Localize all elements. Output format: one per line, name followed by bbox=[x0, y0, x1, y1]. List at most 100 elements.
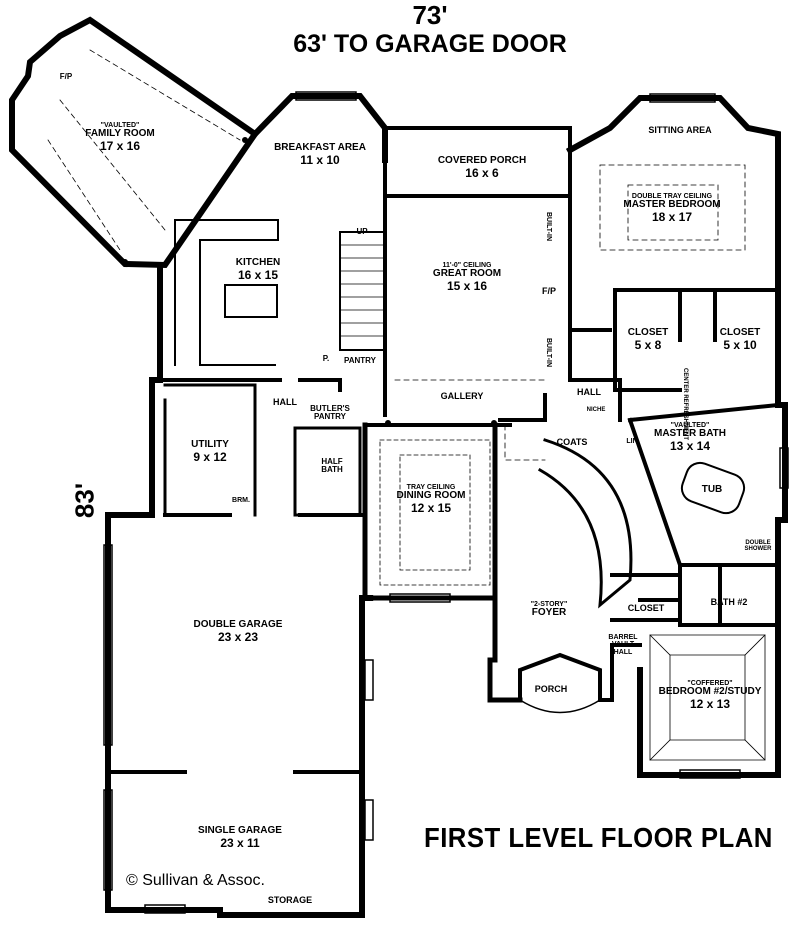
copyright-notice: © Sullivan & Assoc. bbox=[126, 872, 265, 889]
room-size: 17 x 16 bbox=[99, 138, 141, 153]
room-breakfast: BREAKFAST AREA 11 x 10 bbox=[274, 142, 366, 167]
exterior-wall-left bbox=[105, 265, 163, 518]
built-in-2-label: BUILT-IN bbox=[545, 338, 552, 368]
center-refreshment-label: CENTER REFRESHMENT bbox=[682, 368, 688, 441]
pantry-label: PANTRY bbox=[344, 356, 376, 365]
room-name: UTILITY bbox=[191, 439, 229, 450]
double-shower-label: DOUBLE SHOWER bbox=[744, 540, 772, 553]
room-covered-porch: COVERED PORCH 16 x 6 bbox=[437, 155, 527, 180]
master-sitting-walls bbox=[565, 95, 781, 303]
room-size: 16 x 6 bbox=[465, 165, 499, 180]
dining-walls bbox=[362, 422, 523, 703]
room-size: 23 x 11 bbox=[220, 835, 260, 850]
room-family-room: "VAULTED" FAMILY ROOM 17 x 16 bbox=[85, 122, 154, 152]
room-single-garage: SINGLE GARAGE 23 x 11 bbox=[198, 825, 282, 850]
gallery-dashed bbox=[394, 379, 546, 461]
room-size: 5 x 8 bbox=[634, 337, 662, 352]
tub-label: TUB bbox=[701, 484, 723, 495]
room-great-room: 11'-0" CEILING GREAT ROOM 15 x 16 bbox=[433, 262, 501, 292]
room-utility: UTILITY 9 x 12 bbox=[191, 439, 229, 464]
interior-walls bbox=[158, 194, 780, 517]
master-tray bbox=[599, 164, 746, 251]
family-room-walls bbox=[9, 16, 260, 269]
closet-3-label: CLOSET bbox=[627, 603, 665, 613]
room-note: "2-STORY" bbox=[530, 601, 568, 608]
broom-label: BRM. bbox=[232, 497, 250, 504]
tub-shape bbox=[680, 461, 746, 515]
room-name: GREAT ROOM bbox=[432, 268, 502, 280]
room-name: KITCHEN bbox=[235, 257, 281, 268]
room-name: MASTER BATH bbox=[653, 428, 727, 440]
porch-label: PORCH bbox=[534, 684, 568, 694]
room-master-bedroom: DOUBLE TRAY CEILING MASTER BEDROOM 18 x … bbox=[623, 193, 720, 223]
family-room-vault-lines bbox=[47, 49, 241, 251]
stair-up-label: UP bbox=[356, 227, 368, 236]
utility-walls bbox=[163, 383, 257, 517]
room-name: MASTER BEDROOM bbox=[623, 199, 721, 211]
garage-walls bbox=[105, 512, 373, 918]
foyer-walls bbox=[518, 643, 642, 702]
half-bath-label: HALF BATH bbox=[321, 457, 343, 475]
dining-tray bbox=[379, 439, 491, 586]
room-note: "VAULTED" bbox=[100, 122, 140, 129]
pantry-p-label: P. bbox=[322, 354, 330, 363]
room-note: 11'-0" CEILING bbox=[442, 262, 492, 269]
room-dining-room: TRAY CEILING DINING ROOM 12 x 15 bbox=[397, 484, 466, 514]
butlers-pantry-label: BUTLER'S PANTRY bbox=[310, 404, 350, 422]
room-master-bath: "VAULTED" MASTER BATH 13 x 14 bbox=[654, 422, 726, 452]
hall-left-label: HALL bbox=[273, 397, 297, 407]
room-name: DOUBLE GARAGE bbox=[193, 619, 283, 630]
kitchen-island bbox=[224, 284, 278, 318]
sitting-area-label: SITTING AREA bbox=[648, 125, 712, 135]
room-size: 11 x 10 bbox=[300, 152, 340, 167]
barrel-vault-hall-label: BARREL VAULT HALL bbox=[608, 634, 638, 656]
room-name: FOYER bbox=[531, 607, 567, 619]
windows bbox=[103, 91, 789, 914]
room-size: 13 x 14 bbox=[669, 438, 711, 453]
room-note: DOUBLE TRAY CEILING bbox=[631, 193, 713, 200]
room-note: "COFFERED" bbox=[687, 680, 733, 687]
gallery-label: GALLERY bbox=[440, 391, 484, 401]
stair-treads bbox=[339, 244, 385, 337]
room-size: 18 x 17 bbox=[651, 209, 693, 224]
main-stair bbox=[339, 231, 385, 351]
storage-label: STORAGE bbox=[267, 895, 313, 905]
overall-depth-dimension: 83' bbox=[69, 482, 100, 519]
room-foyer: "2-STORY" FOYER bbox=[531, 601, 568, 619]
room-closet-2: CLOSET 5 x 10 bbox=[720, 327, 761, 352]
fireplace-great-label: F/P bbox=[541, 286, 557, 296]
overall-width-dimension: 73' bbox=[412, 0, 448, 30]
room-size: 16 x 15 bbox=[237, 267, 279, 282]
niche-label: NICHE bbox=[586, 407, 606, 413]
room-size: 15 x 16 bbox=[446, 278, 488, 293]
room-name: CLOSET bbox=[627, 327, 669, 338]
room-size: 23 x 23 bbox=[217, 629, 259, 644]
half-bath-walls bbox=[293, 426, 362, 517]
bath2-walls bbox=[610, 563, 780, 627]
fireplace-family-label: F/P bbox=[59, 72, 73, 81]
room-name: FAMILY ROOM bbox=[85, 128, 155, 140]
kitchen-counters bbox=[174, 219, 279, 366]
room-kitchen: KITCHEN 16 x 15 bbox=[235, 257, 281, 282]
room-note: "VAULTED" bbox=[670, 422, 710, 429]
hall-right-label: HALL bbox=[577, 387, 601, 397]
room-name: COVERED PORCH bbox=[437, 155, 527, 166]
built-in-1-label: BUILT-IN bbox=[545, 212, 552, 242]
room-closet-1: CLOSET 5 x 8 bbox=[627, 327, 669, 352]
room-name: BREAKFAST AREA bbox=[274, 142, 366, 153]
plan-title: FIRST LEVEL FLOOR PLAN bbox=[424, 822, 773, 853]
room-note: TRAY CEILING bbox=[406, 484, 456, 491]
porch-arc bbox=[518, 698, 602, 714]
room-double-garage: DOUBLE GARAGE 23 x 23 bbox=[193, 619, 283, 644]
room-size: 9 x 12 bbox=[193, 449, 227, 464]
room-name: SINGLE GARAGE bbox=[198, 825, 282, 836]
bath-2-label: BATH #2 bbox=[710, 597, 748, 607]
curved-stair bbox=[537, 438, 633, 609]
garage-door-dimension: 63' TO GARAGE DOOR bbox=[293, 30, 567, 58]
room-bedroom-2: "COFFERED" BEDROOM #2/STUDY 12 x 13 bbox=[659, 680, 762, 710]
linen-label: LIN. bbox=[626, 438, 640, 445]
room-size: 12 x 13 bbox=[689, 696, 731, 711]
room-size: 5 x 10 bbox=[723, 337, 757, 352]
room-size: 12 x 15 bbox=[410, 500, 452, 515]
